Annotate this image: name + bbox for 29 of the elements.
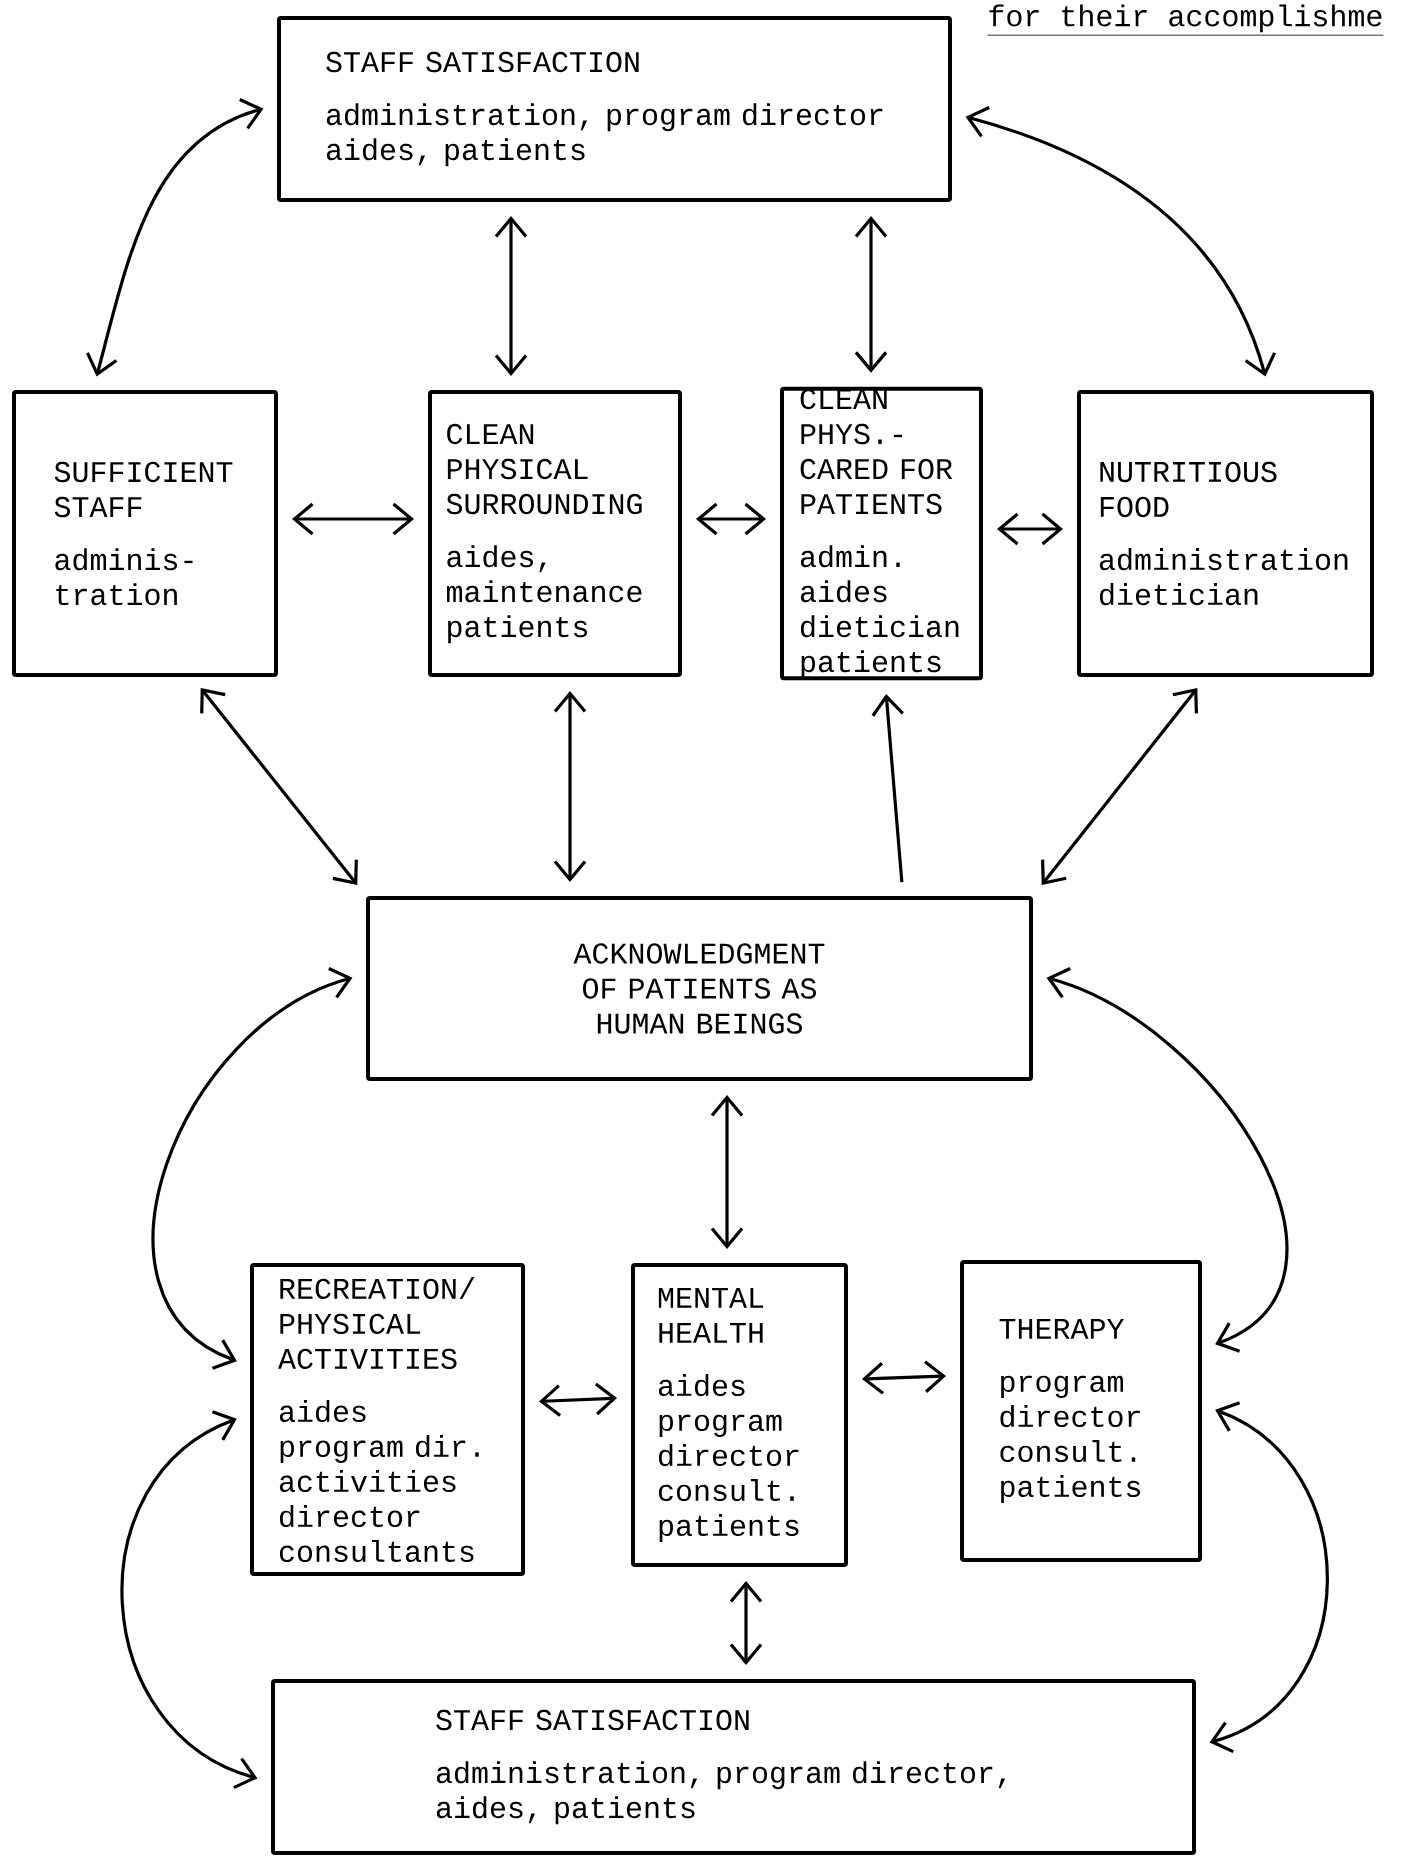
arrow (1046, 967, 1288, 1353)
arrow (86, 98, 264, 377)
note-text: for their accomplishme (987, 4, 1384, 36)
concept-box: CLEAN PHYS.- CARED FOR PATIENTS admin. aides dietician patients (780, 386, 983, 681)
concept-box: SUFFICIENT STAFF adminis- tration (12, 390, 278, 677)
arrow (200, 687, 358, 886)
arrow (854, 216, 888, 373)
arrow (151, 967, 353, 1370)
arrow (494, 216, 528, 376)
concept-box: THERAPY program director consult. patients (960, 1260, 1202, 1562)
concept-box: STAFF SATISFACTION administration, program director, aides, patients (271, 1679, 1196, 1855)
arrow (1041, 688, 1198, 886)
arrow (710, 1095, 744, 1249)
arrow (696, 502, 766, 536)
arrow (871, 694, 904, 883)
arrow (553, 691, 587, 882)
arrow (539, 1382, 617, 1417)
concept-box: CLEAN PHYSICAL SURROUNDING aides, maintenance patients (428, 390, 682, 677)
concept-box: NUTRITIOUS FOOD administration dietician (1077, 390, 1374, 677)
concept-box: RECREATION/ PHYSICAL ACTIVITIES aides program dir. activities director consultants (250, 1263, 525, 1576)
arrow (729, 1581, 763, 1665)
arrow (965, 106, 1277, 377)
concept-box: ACKNOWLEDGMENT OF PATIENTS AS HUMAN BEINGS (366, 896, 1033, 1081)
arrow (1209, 1401, 1329, 1754)
arrow (862, 1360, 946, 1395)
concept-box: STAFF SATISFACTION administration, program director aides, patients (277, 16, 952, 202)
arrow (120, 1410, 258, 1790)
concept-box: MENTAL HEALTH aides program director consult. patients (631, 1263, 848, 1567)
arrow (292, 502, 414, 536)
